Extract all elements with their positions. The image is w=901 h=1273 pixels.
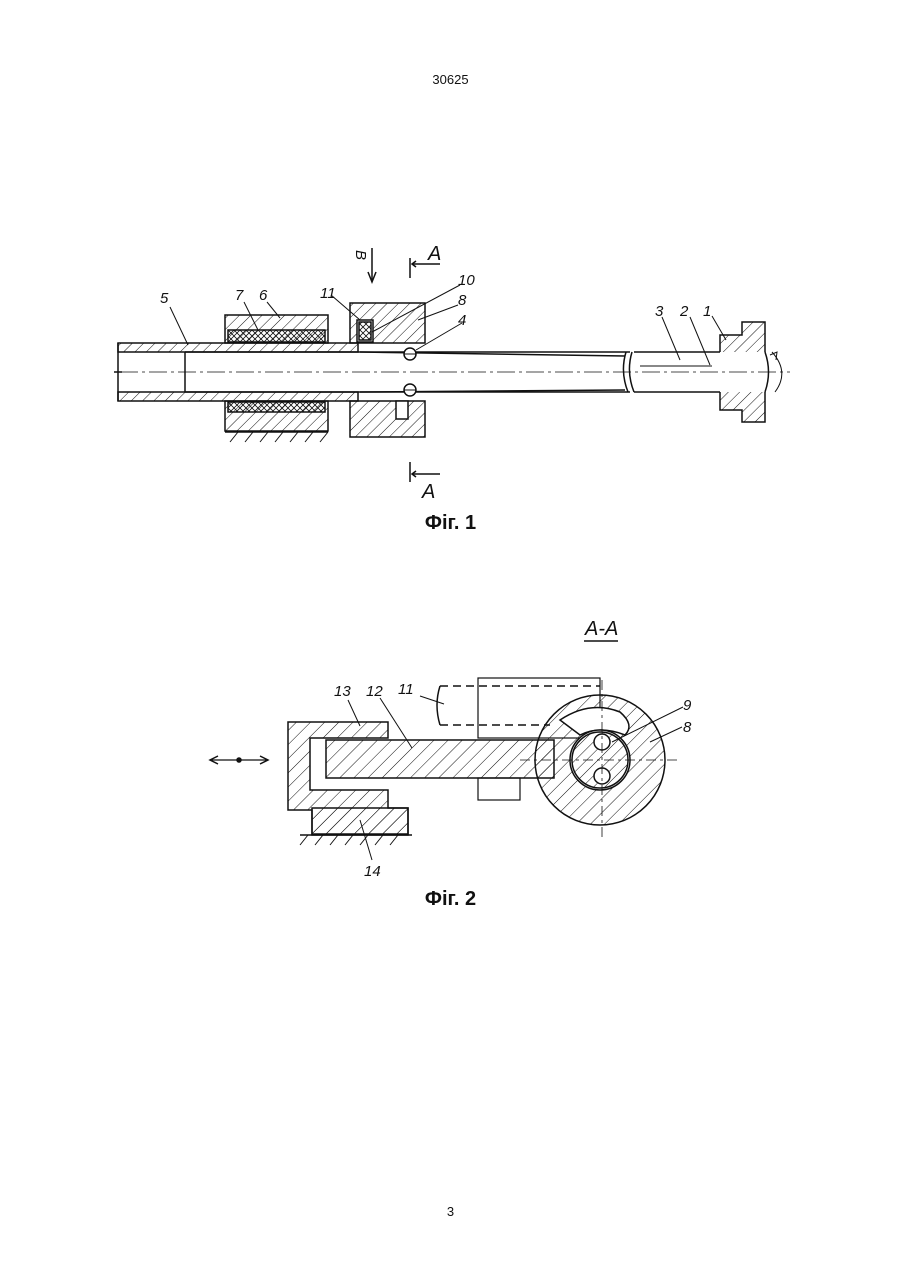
label-part-13: 13	[334, 683, 351, 700]
label-part-6: 6	[259, 287, 268, 304]
bushing-part-6	[225, 315, 328, 442]
motion-arrow	[210, 756, 268, 764]
figure-1-drawing	[114, 248, 790, 482]
section-markers	[368, 248, 440, 482]
label-section-a-top: А	[427, 243, 441, 265]
label-part-4: 4	[458, 312, 466, 329]
label-part-11: 11	[320, 285, 336, 302]
housing-part-8	[350, 303, 425, 437]
label-part-14: 14	[364, 863, 381, 880]
label-part-5: 5	[160, 290, 169, 307]
figure-2-caption: Фіг. 2	[0, 888, 901, 911]
figure-2-drawing	[210, 678, 683, 860]
section-title-a-a: А-А	[584, 618, 618, 640]
label-part-7: 7	[235, 287, 244, 304]
label-part-12: 12	[366, 683, 383, 700]
label-part-3: 3	[655, 303, 664, 320]
label-part-8: 8	[458, 292, 467, 309]
label-part-9: 9	[683, 697, 692, 714]
figure-1-caption: Фіг. 1	[0, 512, 901, 535]
label-part-11: 11	[398, 681, 414, 698]
label-part-10: 10	[458, 272, 475, 289]
shaft	[120, 352, 790, 392]
label-part-2: 2	[679, 303, 689, 320]
slider-part-12	[326, 740, 554, 778]
label-view-b: В	[352, 250, 369, 260]
label-section-a-bottom: А	[421, 481, 435, 503]
disc-part-8	[520, 680, 680, 840]
page-footer-number: 3	[0, 1204, 901, 1219]
label-part-8: 8	[683, 719, 692, 736]
figure-1-labels: 5 7 6 11 10 8 4 3 2 1 В А А	[160, 243, 711, 503]
label-part-1: 1	[703, 303, 711, 320]
